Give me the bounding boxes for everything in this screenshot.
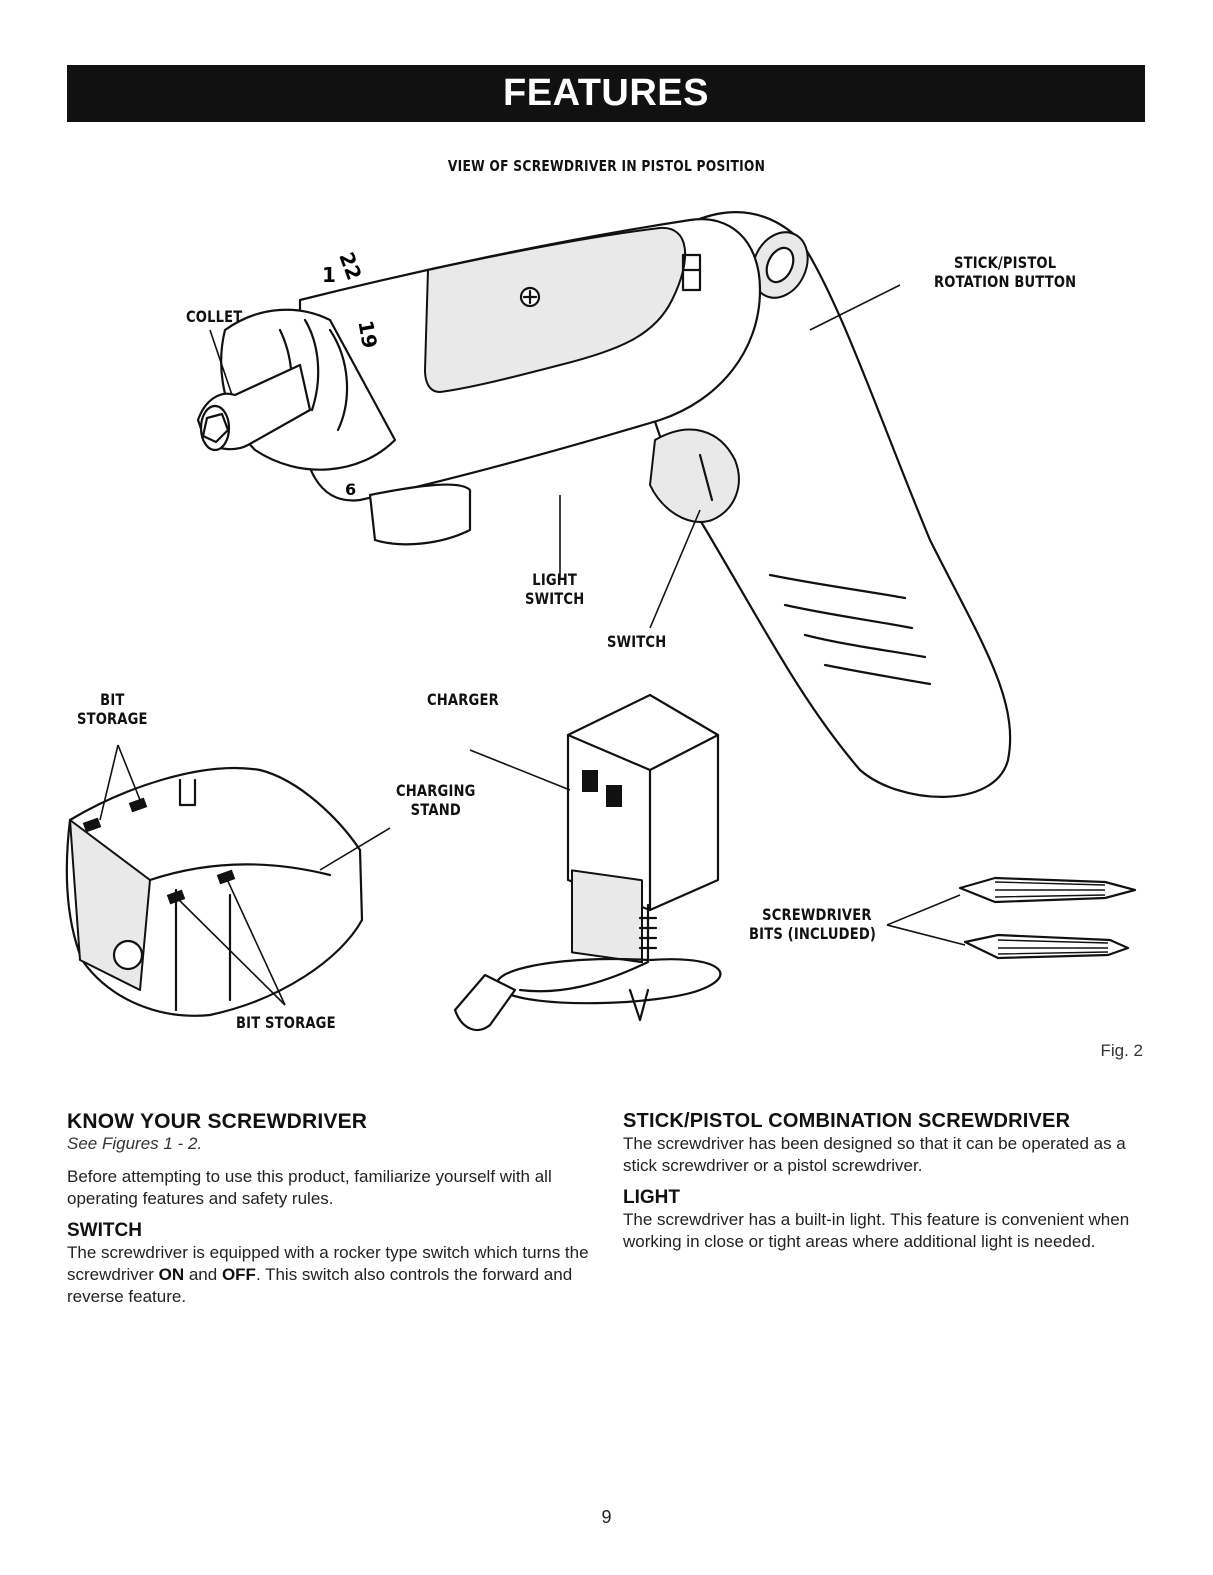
label-rotation-button: STICK/PISTOL ROTATION BUTTON	[934, 253, 1076, 291]
switch-paragraph: The screwdriver is equipped with a rocke…	[67, 1242, 592, 1308]
label-charger: CHARGER	[427, 690, 499, 709]
page-number: 9	[0, 1507, 1213, 1528]
charger-illustration	[455, 695, 720, 1030]
label-light-switch: LIGHT SWITCH	[525, 570, 584, 608]
figure-illustration: 1 22 19 6	[0, 0, 1213, 1060]
label-bit-storage-top: BIT STORAGE	[77, 690, 148, 728]
label-switch: SWITCH	[607, 632, 666, 651]
combo-heading: STICK/PISTOL COMBINATION SCREWDRIVER	[623, 1110, 1148, 1133]
collet-number: 6	[345, 480, 356, 499]
collet-number: 22	[334, 249, 366, 283]
light-paragraph: The screwdriver has a built-in light. Th…	[623, 1209, 1148, 1253]
label-screwdriver-bits: SCREWDRIVER BITS (INCLUDED)	[749, 905, 876, 943]
label-charging-stand: CHARGING STAND	[396, 781, 476, 819]
combo-paragraph: The screwdriver has been designed so tha…	[623, 1133, 1148, 1177]
section-heading: KNOW YOUR SCREWDRIVER	[67, 1110, 592, 1134]
see-figures-note: See Figures 1 - 2.	[67, 1134, 592, 1154]
label-bit-storage-bottom: BIT STORAGE	[236, 1013, 336, 1032]
combination-section: STICK/PISTOL COMBINATION SCREWDRIVER The…	[623, 1110, 1148, 1253]
figure-number: Fig. 2	[1100, 1041, 1143, 1061]
collet-number: 19	[353, 319, 381, 351]
screwdriver-bits-illustration	[960, 878, 1135, 958]
label-collet: COLLET	[186, 307, 242, 326]
switch-heading: SWITCH	[67, 1220, 592, 1242]
charging-stand-illustration	[67, 768, 362, 1016]
collet-number: 1	[322, 263, 336, 287]
know-your-screwdriver-section: KNOW YOUR SCREWDRIVER See Figures 1 - 2.…	[67, 1110, 592, 1308]
intro-paragraph: Before attempting to use this product, f…	[67, 1166, 592, 1210]
screwdriver-illustration: 1 22 19 6	[198, 212, 1010, 797]
light-heading: LIGHT	[623, 1187, 1148, 1209]
